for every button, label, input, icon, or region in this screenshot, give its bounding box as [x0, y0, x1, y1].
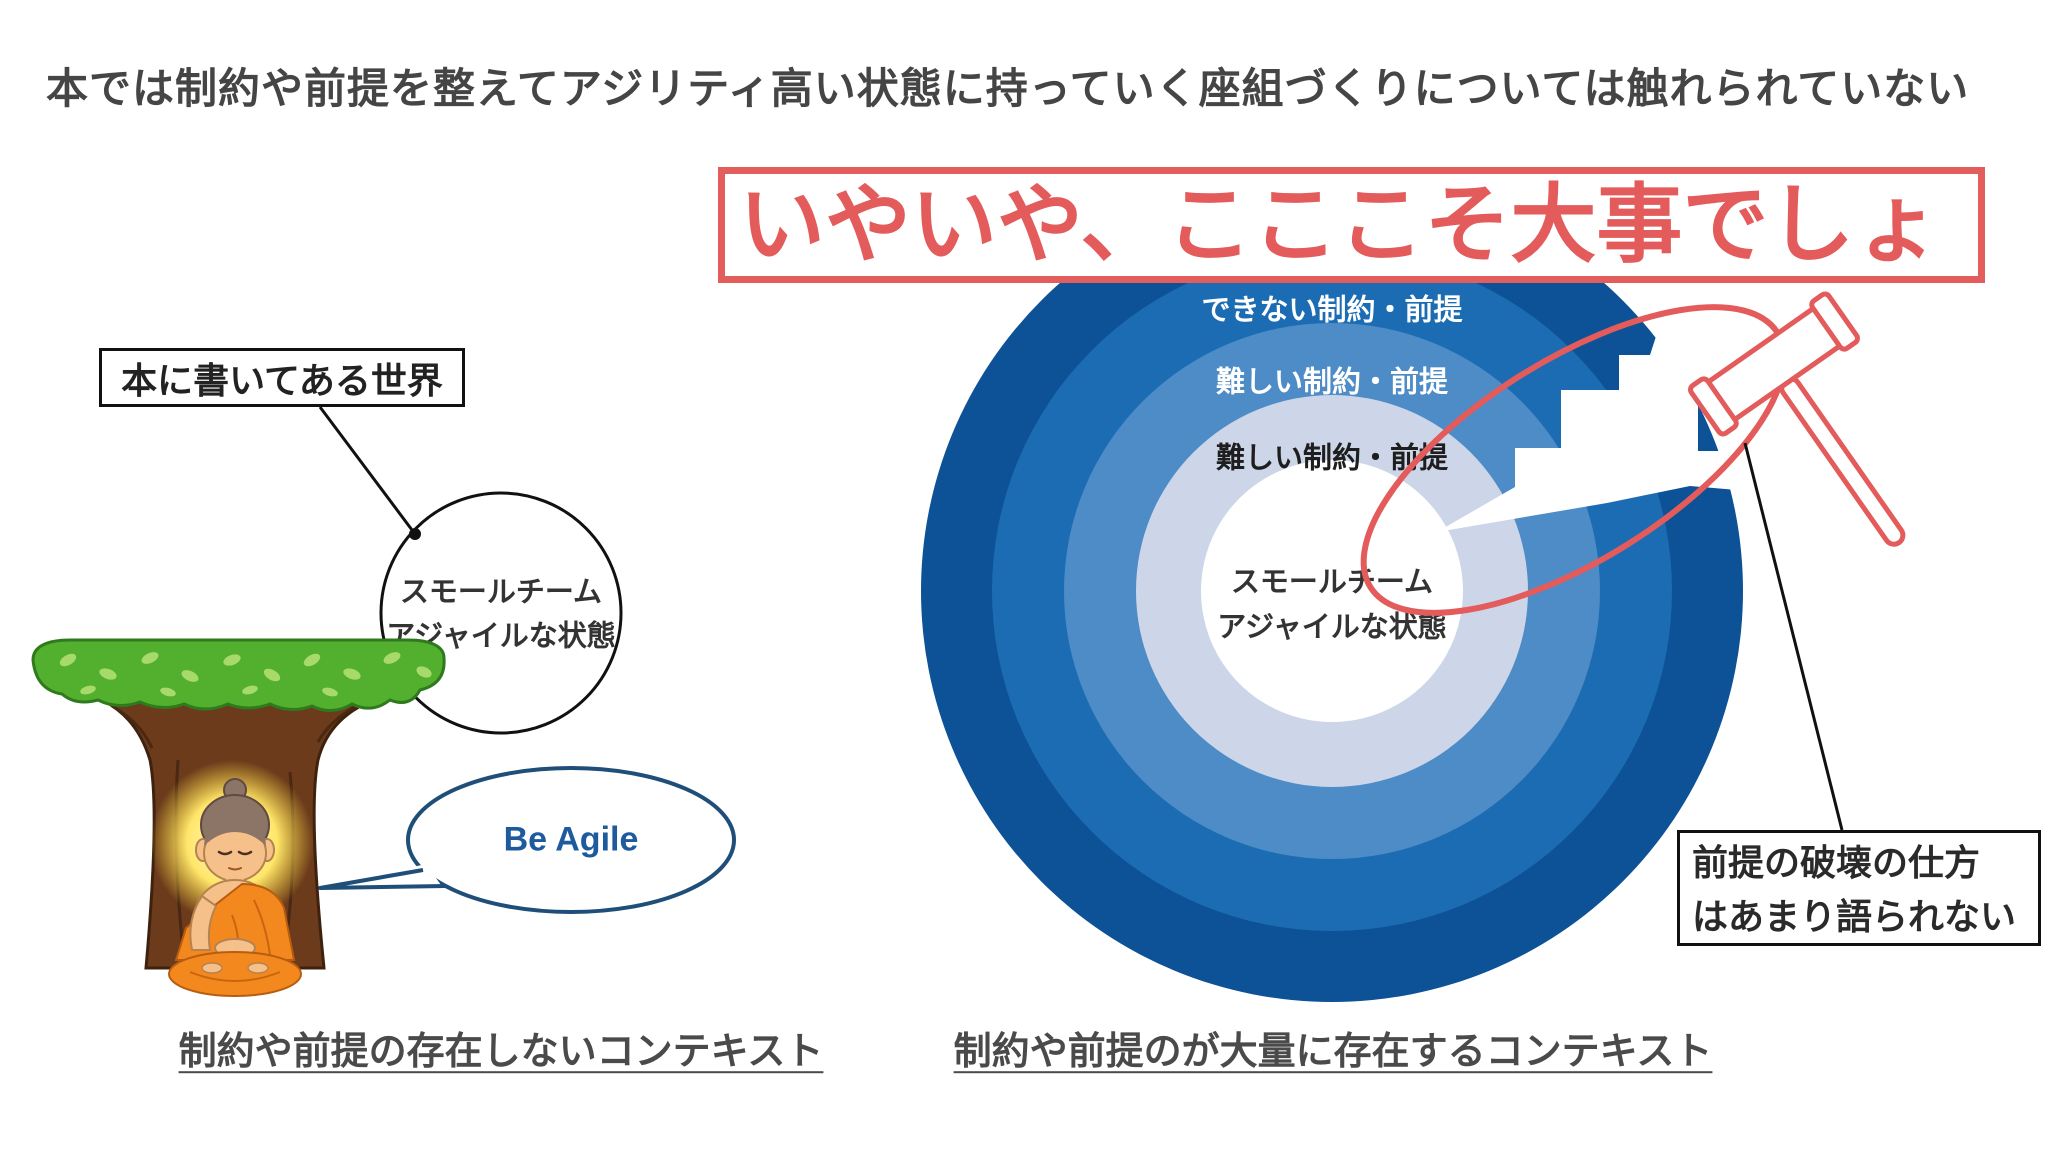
world-circle-line-2: アジャイルな状態	[386, 618, 616, 653]
callout-box: いやいや、こここそ大事でしょ	[718, 167, 1985, 283]
world-label-connector	[318, 406, 421, 540]
ring-label-difficult-outer: 難しい制約・前提	[1215, 364, 1449, 399]
left-caption: 制約や前提の存在しないコンテキスト	[178, 1029, 824, 1074]
note-line-1: 前提の破壊の仕方	[1692, 843, 1981, 884]
callout-text: いやいや、こここそ大事でしょ	[739, 175, 1941, 275]
note-box: 前提の破壊の仕方 はあまり語られない	[1677, 830, 2041, 946]
center-line-1: スモールチーム	[1230, 564, 1434, 599]
world-label-box: 本に書いてある世界	[99, 348, 465, 407]
right-caption: 制約や前提のが大量に存在するコンテキスト	[953, 1029, 1713, 1074]
speech-bubble-text: Be Agile	[503, 820, 639, 859]
speech-bubble	[318, 766, 736, 914]
slide-headline: 本では制約や前提を整えてアジリティ高い状態に持っていく座組づくりについては触れら…	[46, 64, 1970, 113]
center-line-2: アジャイルな状態	[1217, 609, 1447, 644]
note-line-2: はあまり語られない	[1692, 897, 2017, 938]
ring-label-cannot: できない制約・前提	[1201, 292, 1463, 327]
ring-label-difficult-inner: 難しい制約・前提	[1215, 440, 1449, 475]
world-circle-line-1: スモールチーム	[399, 574, 603, 609]
